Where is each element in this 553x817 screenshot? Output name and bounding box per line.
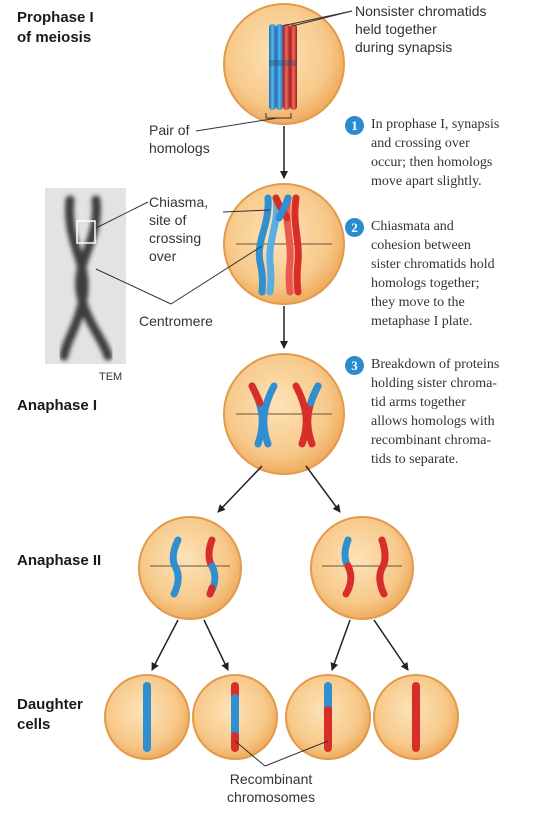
callout-chiasma: Chiasma, site of crossing over (149, 193, 208, 265)
leader-lines (95, 10, 353, 767)
label-anaphase2: Anaphase II (17, 552, 102, 569)
callout-tem: TEM (99, 371, 123, 383)
step-2-line2: cohesion between (371, 238, 471, 253)
callout-pair-of-homologs: Pair of homologs (149, 121, 210, 157)
step-1-line2: and crossing over (371, 136, 470, 151)
callout-pair-2: homologs (149, 140, 210, 156)
step-3: 3 Breakdown of proteins holding sister c… (345, 355, 546, 469)
step-1-line3: occur; then homologs (371, 155, 493, 170)
step-1: 1 In prophase I, synapsis and crossing o… (345, 115, 546, 191)
step-3-line6: tids to separate. (371, 452, 459, 467)
step-2-line3: sister chromatids hold (371, 257, 495, 272)
step-1-line1: In prophase I, synapsis (371, 117, 500, 132)
label-prophase-line1: Prophase I (17, 9, 94, 26)
callout-nonsister-2: held together (355, 21, 437, 37)
step-3-line2: holding sister chroma- (371, 376, 497, 391)
label-daughter-line1: Daughter (17, 696, 83, 713)
label-prophase: Prophase I of meiosis (17, 8, 94, 48)
daughter-chromosomes (143, 682, 420, 752)
step-2-badge: 2 (345, 218, 364, 237)
step-2: 2 Chiasmata and cohesion between sister … (345, 217, 546, 331)
callout-nonsister-3: during synapsis (355, 39, 453, 55)
step-2-line5: they move to the (371, 295, 465, 310)
callout-chiasma-2: site of (149, 212, 187, 228)
callout-recombinant-2: chromosomes (227, 789, 315, 805)
cell-anaphase2-left (138, 516, 242, 620)
step-1-badge: 1 (345, 116, 364, 135)
callout-recombinant-1: Recombinant (229, 771, 313, 787)
anaphase2-right-chromosomes (341, 536, 389, 598)
label-anaphase1: Anaphase I (17, 397, 98, 414)
callout-centromere: Centromere (139, 313, 213, 329)
callout-chiasma-1: Chiasma, (149, 194, 209, 210)
label-prophase-line2: of meiosis (17, 29, 92, 46)
step-2-line1: Chiasmata and (371, 219, 454, 234)
callout-pair-1: Pair of (149, 122, 190, 138)
callout-chiasma-3: crossing (149, 230, 202, 246)
callout-nonsister-1: Nonsister chromatids (355, 3, 487, 19)
step-2-line4: homologs together; (371, 276, 480, 291)
flow-arrows (151, 126, 409, 671)
homolog-pair-prophase (269, 24, 297, 110)
cell-anaphase2-right (310, 516, 414, 620)
step-3-line1: Breakdown of proteins (371, 357, 500, 372)
step-3-line3: tid arms together (371, 395, 466, 410)
step-2-line6: metaphase I plate. (371, 314, 473, 329)
metaphase-plate-lines (150, 243, 402, 567)
tem-micrograph (45, 188, 126, 364)
step-3-badge: 3 (345, 356, 364, 375)
label-daughter-cells: Daughter cells (17, 695, 83, 735)
callout-chiasma-4: over (149, 248, 177, 264)
label-daughter-line2: cells (17, 716, 51, 733)
step-3-line5: recombinant chroma- (371, 433, 492, 448)
anaphase2-left-chromosomes (169, 536, 219, 598)
step-1-line4: move apart slightly. (371, 174, 482, 189)
chiasma-chromosomes (255, 194, 302, 296)
anaphase1-chromosomes (248, 382, 322, 448)
callout-recombinant: Recombinant chromosomes (225, 770, 317, 806)
step-3-line4: allows homologs with (371, 414, 495, 429)
callout-nonsister: Nonsister chromatids held together durin… (355, 2, 487, 56)
